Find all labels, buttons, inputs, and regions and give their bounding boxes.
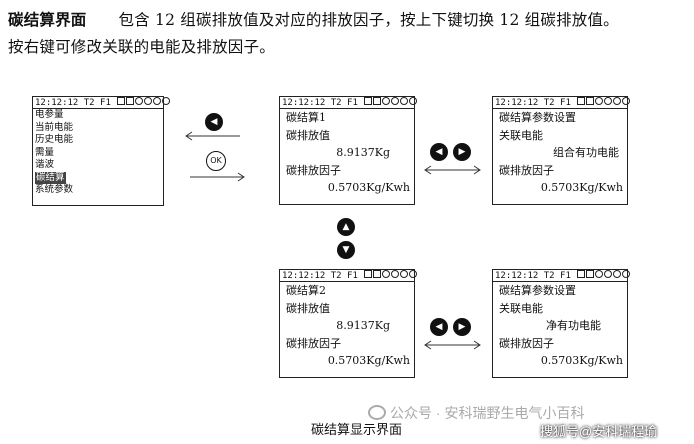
carbon1-emission-value: 8.9137Kg	[336, 146, 390, 159]
circle-icon	[409, 97, 418, 105]
param1-factor-value[interactable]: 0.5703Kg/Kwh	[540, 181, 623, 194]
left-button-icon[interactable]: ◀	[205, 113, 223, 131]
status-text: 12:12:12 T2 F1	[282, 271, 358, 281]
left-button-icon[interactable]: ◀	[430, 318, 448, 336]
carbon2-factor-label: 碳排放因子	[286, 336, 341, 350]
intro-text-1: 包含 12 组碳排放值及对应的排放因子，按上下键切换 12 组碳排放值。	[118, 11, 619, 29]
circle-icon	[391, 270, 400, 278]
menu-item-harmonics[interactable]: 谐波	[35, 159, 55, 170]
intro-line-1: 碳结算界面 包含 12 组碳排放值及对应的排放因子，按上下键切换 12 组碳排放值…	[8, 10, 619, 30]
figure-caption: 碳结算显示界面	[311, 423, 403, 438]
status-bar: 12:12:12 T2 F1	[280, 270, 418, 282]
param1-link-value[interactable]: 组合有功电能	[553, 146, 619, 159]
circle-icon	[604, 270, 613, 278]
carbon1-factor-value: 0.5703Kg/Kwh	[327, 181, 410, 194]
double-arrow-bottom	[424, 340, 481, 350]
status-text: 12:12:12 T2 F1	[495, 271, 571, 281]
intro-text-2: 按右键可修改关联的电能及排放因子。	[8, 38, 275, 56]
menu-item-system-params[interactable]: 系统参数	[35, 184, 74, 195]
circle-icon	[153, 97, 162, 105]
param2-factor-value[interactable]: 0.5703Kg/Kwh	[540, 354, 623, 367]
circle-icon	[391, 97, 400, 105]
back-arrow	[185, 131, 240, 141]
circle-icon	[382, 97, 391, 105]
circle-icon	[400, 270, 409, 278]
menu-item-carbon[interactable]: 碳结算	[33, 171, 163, 184]
carbon2-factor-value: 0.5703Kg/Kwh	[327, 354, 410, 367]
square-icon	[364, 97, 373, 105]
param2-title: 碳结算参数设置	[499, 284, 576, 297]
carbon1-screen: 12:12:12 T2 F1 碳结算1 碳排放值 8.9137Kg 碳排放因子 …	[279, 96, 418, 205]
right-button-icon[interactable]: ▶	[453, 318, 471, 336]
square-icon	[373, 97, 382, 105]
square-icon	[586, 97, 595, 105]
carbon2-emission-label: 碳排放值	[286, 301, 330, 315]
carbon2-emission-value: 8.9137Kg	[336, 319, 390, 332]
circle-icon	[622, 97, 631, 105]
circle-icon	[409, 270, 418, 278]
status-text: 12:12:12 T2 F1	[35, 98, 111, 108]
status-text: 12:12:12 T2 F1	[282, 98, 358, 108]
status-bar: 12:12:12 T2 F1	[280, 97, 418, 109]
param1-factor-label: 碳排放因子	[499, 163, 554, 177]
carbon1-title: 碳结算1	[286, 111, 326, 124]
double-arrow-top	[424, 165, 481, 175]
status-bar: 12:12:12 T2 F1	[493, 270, 631, 282]
carbon1-emission-label: 碳排放值	[286, 128, 330, 142]
param2-screen: 12:12:12 T2 F1 碳结算参数设置 关联电能 净有功电能 碳排放因子 …	[492, 269, 631, 378]
status-text: 12:12:12 T2 F1	[495, 98, 571, 108]
circle-icon	[162, 97, 171, 105]
circle-icon	[613, 270, 622, 278]
param1-title: 碳结算参数设置	[499, 111, 576, 124]
square-icon	[364, 270, 373, 278]
param2-factor-label: 碳排放因子	[499, 336, 554, 350]
menu-screen: 12:12:12 T2 F1 电参量 当前电能 历史电能 需量 谐波 碳结算 系…	[32, 96, 171, 206]
right-button-icon[interactable]: ▶	[453, 143, 471, 161]
wechat-icon	[368, 405, 386, 420]
up-button-icon[interactable]: ▲	[337, 218, 355, 236]
left-button-icon[interactable]: ◀	[430, 143, 448, 161]
circle-icon	[604, 97, 613, 105]
down-button-icon[interactable]: ▼	[337, 241, 355, 259]
menu-item-history-energy[interactable]: 历史电能	[35, 134, 74, 145]
menu-item-demand[interactable]: 需量	[35, 146, 55, 158]
circle-icon	[144, 97, 153, 105]
circle-icon	[622, 270, 631, 278]
menu-item-power-params[interactable]: 电参量	[35, 109, 64, 120]
square-icon	[577, 270, 586, 278]
circle-icon	[613, 97, 622, 105]
wechat-watermark-text: 公众号 · 安科瑞野生电气小百科	[390, 405, 585, 421]
ok-button-icon[interactable]: OK	[206, 151, 226, 171]
intro-heading: 碳结算界面	[8, 11, 87, 29]
status-bar: 12:12:12 T2 F1	[33, 97, 171, 109]
status-bar: 12:12:12 T2 F1	[493, 97, 631, 109]
carbon1-factor-label: 碳排放因子	[286, 163, 341, 177]
carbon2-screen: 12:12:12 T2 F1 碳结算2 碳排放值 8.9137Kg 碳排放因子 …	[279, 269, 418, 378]
param2-link-label: 关联电能	[499, 301, 543, 315]
square-icon	[373, 270, 382, 278]
circle-icon	[400, 97, 409, 105]
sohu-watermark: 搜狐号@安科瑞程瑜	[540, 424, 658, 439]
param1-link-label: 关联电能	[499, 128, 543, 142]
circle-icon	[382, 270, 391, 278]
square-icon	[586, 270, 595, 278]
wechat-watermark: 公众号 · 安科瑞野生电气小百科	[368, 403, 584, 423]
square-icon	[117, 97, 126, 105]
carbon2-title: 碳结算2	[286, 284, 326, 297]
ok-arrow	[190, 172, 245, 182]
circle-icon	[595, 97, 604, 105]
square-icon	[577, 97, 586, 105]
circle-icon	[135, 97, 144, 105]
param2-link-value[interactable]: 净有功电能	[546, 319, 601, 332]
param1-screen: 12:12:12 T2 F1 碳结算参数设置 关联电能 组合有功电能 碳排放因子…	[492, 96, 631, 205]
square-icon	[126, 97, 135, 105]
circle-icon	[595, 270, 604, 278]
menu-item-carbon-selected[interactable]: 碳结算	[35, 171, 66, 184]
menu-item-current-energy[interactable]: 当前电能	[35, 121, 74, 133]
